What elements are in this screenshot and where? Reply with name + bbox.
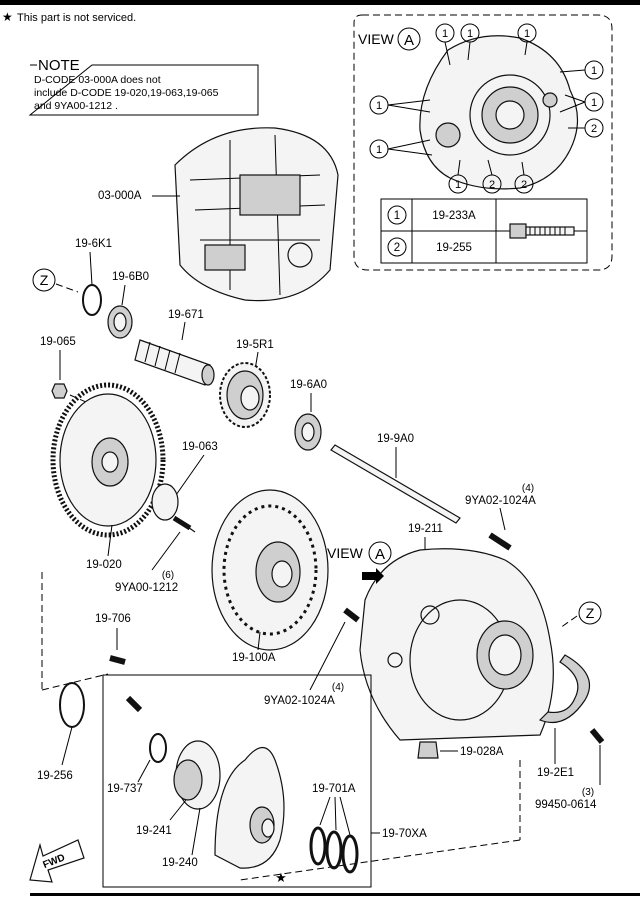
bolt-19-706 — [109, 655, 126, 665]
label-19-241: 19-241 — [136, 825, 172, 837]
label-9YA02-1024A-bot: 9YA02-1024A — [264, 695, 335, 707]
label-19-671: 19-671 — [168, 309, 204, 321]
bolt-9YA02-1024A-bot — [343, 607, 360, 623]
not-serviced-note: This part is not serviced. — [17, 12, 136, 24]
label-19-256: 19-256 — [37, 770, 73, 782]
view-a-arrow-letter: A — [375, 546, 385, 563]
top-rule — [0, 0, 640, 5]
transaxle-assembly — [174, 127, 339, 302]
view-a-letter: A — [404, 32, 414, 49]
housing-19-211 — [359, 548, 554, 741]
rod-19-9A0 — [330, 444, 461, 524]
callout-1-c: 1 — [524, 28, 530, 40]
qty-9YA00-1212: (6) — [162, 570, 174, 581]
bolt-99450-0614 — [589, 728, 605, 744]
callout-1-g: 1 — [376, 144, 382, 156]
cover-19-2E1 — [538, 654, 590, 724]
seal-19-241 — [173, 759, 203, 801]
note-line-2: include D-CODE 19-020,19-063,19-065 — [34, 87, 219, 99]
shaft-19-671 — [134, 339, 215, 386]
legend-code-1: 19-233A — [432, 210, 476, 222]
view-a-inset: VIEW A 1 1 1 1 1 2 — [353, 14, 613, 271]
view-arrow-icon — [362, 568, 384, 584]
torque-converter-19-100A — [211, 489, 329, 651]
qty-9YA02-1024A-top: (4) — [522, 483, 534, 494]
view-a-letter-circle — [397, 27, 421, 51]
label-19-6B0: 19-6B0 — [112, 271, 149, 283]
label-19-240: 19-240 — [162, 857, 198, 869]
qty-9YA02-1024A-bot: (4) — [332, 682, 344, 693]
callout-1-d: 1 — [591, 65, 597, 77]
z-marker-left-text: Z — [40, 272, 49, 288]
clip-19-028A — [417, 741, 439, 759]
nut-19-065 — [51, 383, 68, 399]
legend-code-2: 19-255 — [436, 242, 472, 254]
callout-1-a: 1 — [442, 28, 448, 40]
callout-2-a: 2 — [591, 123, 597, 135]
label-19-028A: 19-028A — [460, 746, 504, 758]
o-ring-19-256 — [59, 682, 85, 728]
callout-2-c: 2 — [521, 179, 527, 191]
note-line-1: D-CODE 03-000A does not — [34, 74, 161, 86]
callout-1-f: 1 — [376, 100, 382, 112]
seal-ring-19-701A-a — [309, 826, 327, 866]
oil-pump-body — [214, 746, 285, 869]
bolt-icon — [509, 223, 575, 239]
label-19-9A0: 19-9A0 — [377, 433, 414, 445]
note-title: NOTE — [38, 57, 80, 74]
oil-pump-subassembly-box — [102, 674, 372, 888]
legend-num-2: 2 — [394, 242, 400, 254]
view-a-title: VIEW — [358, 31, 395, 47]
snap-ring-19-6K1 — [82, 284, 102, 316]
view-a-legend-table: 1 2 19-233A 19-255 — [380, 198, 588, 264]
plate-19-063 — [151, 483, 179, 521]
seal-ring-19-701A-b — [325, 830, 343, 870]
z-marker-right — [578, 601, 602, 625]
label-19-065: 19-065 — [40, 336, 76, 348]
label-19-211: 19-211 — [408, 523, 443, 535]
view-a-arrow-circle — [368, 541, 392, 565]
qty-99450-0614: (3) — [582, 787, 594, 798]
callout-1-e: 1 — [591, 97, 597, 109]
legend-num-1: 1 — [394, 210, 400, 222]
seal-ring-19-701A-c — [341, 834, 359, 874]
note-line-3: and 9YA00-1212 . — [34, 100, 118, 112]
bottom-rule — [30, 893, 640, 896]
label-9YA02-1024A-top: 9YA02-1024A — [465, 495, 536, 507]
label-19-063: 19-063 — [182, 441, 218, 453]
view-a-arrow-label: VIEW — [327, 545, 364, 561]
flexplate-19-020 — [50, 382, 166, 538]
label-19-6K1: 19-6K1 — [75, 238, 112, 250]
gear-19-5R1 — [219, 362, 271, 428]
callout-1-h: 1 — [455, 179, 461, 191]
label-19-70XA: 19-70XA — [382, 828, 427, 840]
bolt-9YA00-1212 — [184, 524, 196, 533]
bolt-9YA02-1024A-top — [488, 532, 512, 551]
star-icon: ★ — [2, 10, 13, 24]
label-99450-0614: 99450-0614 — [535, 799, 597, 811]
label-19-100A: 19-100A — [232, 652, 276, 664]
ring-19-737 — [149, 733, 167, 763]
star-icon-pump: ★ — [275, 870, 287, 885]
label-19-706: 19-706 — [95, 613, 131, 625]
label-19-5R1: 19-5R1 — [236, 339, 274, 351]
callout-1-b: 1 — [467, 28, 473, 40]
label-19-701A: 19-701A — [312, 783, 356, 795]
fwd-arrow-icon: FWD — [29, 839, 85, 883]
label-19-2E1: 19-2E1 — [537, 767, 574, 779]
label-19-6A0: 19-6A0 — [290, 379, 327, 391]
label-19-020: 19-020 — [86, 559, 122, 571]
callout-2-b: 2 — [489, 179, 495, 191]
label-9YA00-1212: 9YA00-1212 — [115, 582, 178, 594]
z-marker-left — [32, 268, 56, 292]
label-03-000A: 03-000A — [98, 190, 142, 202]
bolt-oil-pump — [125, 695, 143, 713]
z-marker-right-text: Z — [586, 605, 595, 621]
label-19-737: 19-737 — [107, 783, 143, 795]
note-box: NOTE D-CODE 03-000A does not include D-C… — [28, 57, 259, 116]
